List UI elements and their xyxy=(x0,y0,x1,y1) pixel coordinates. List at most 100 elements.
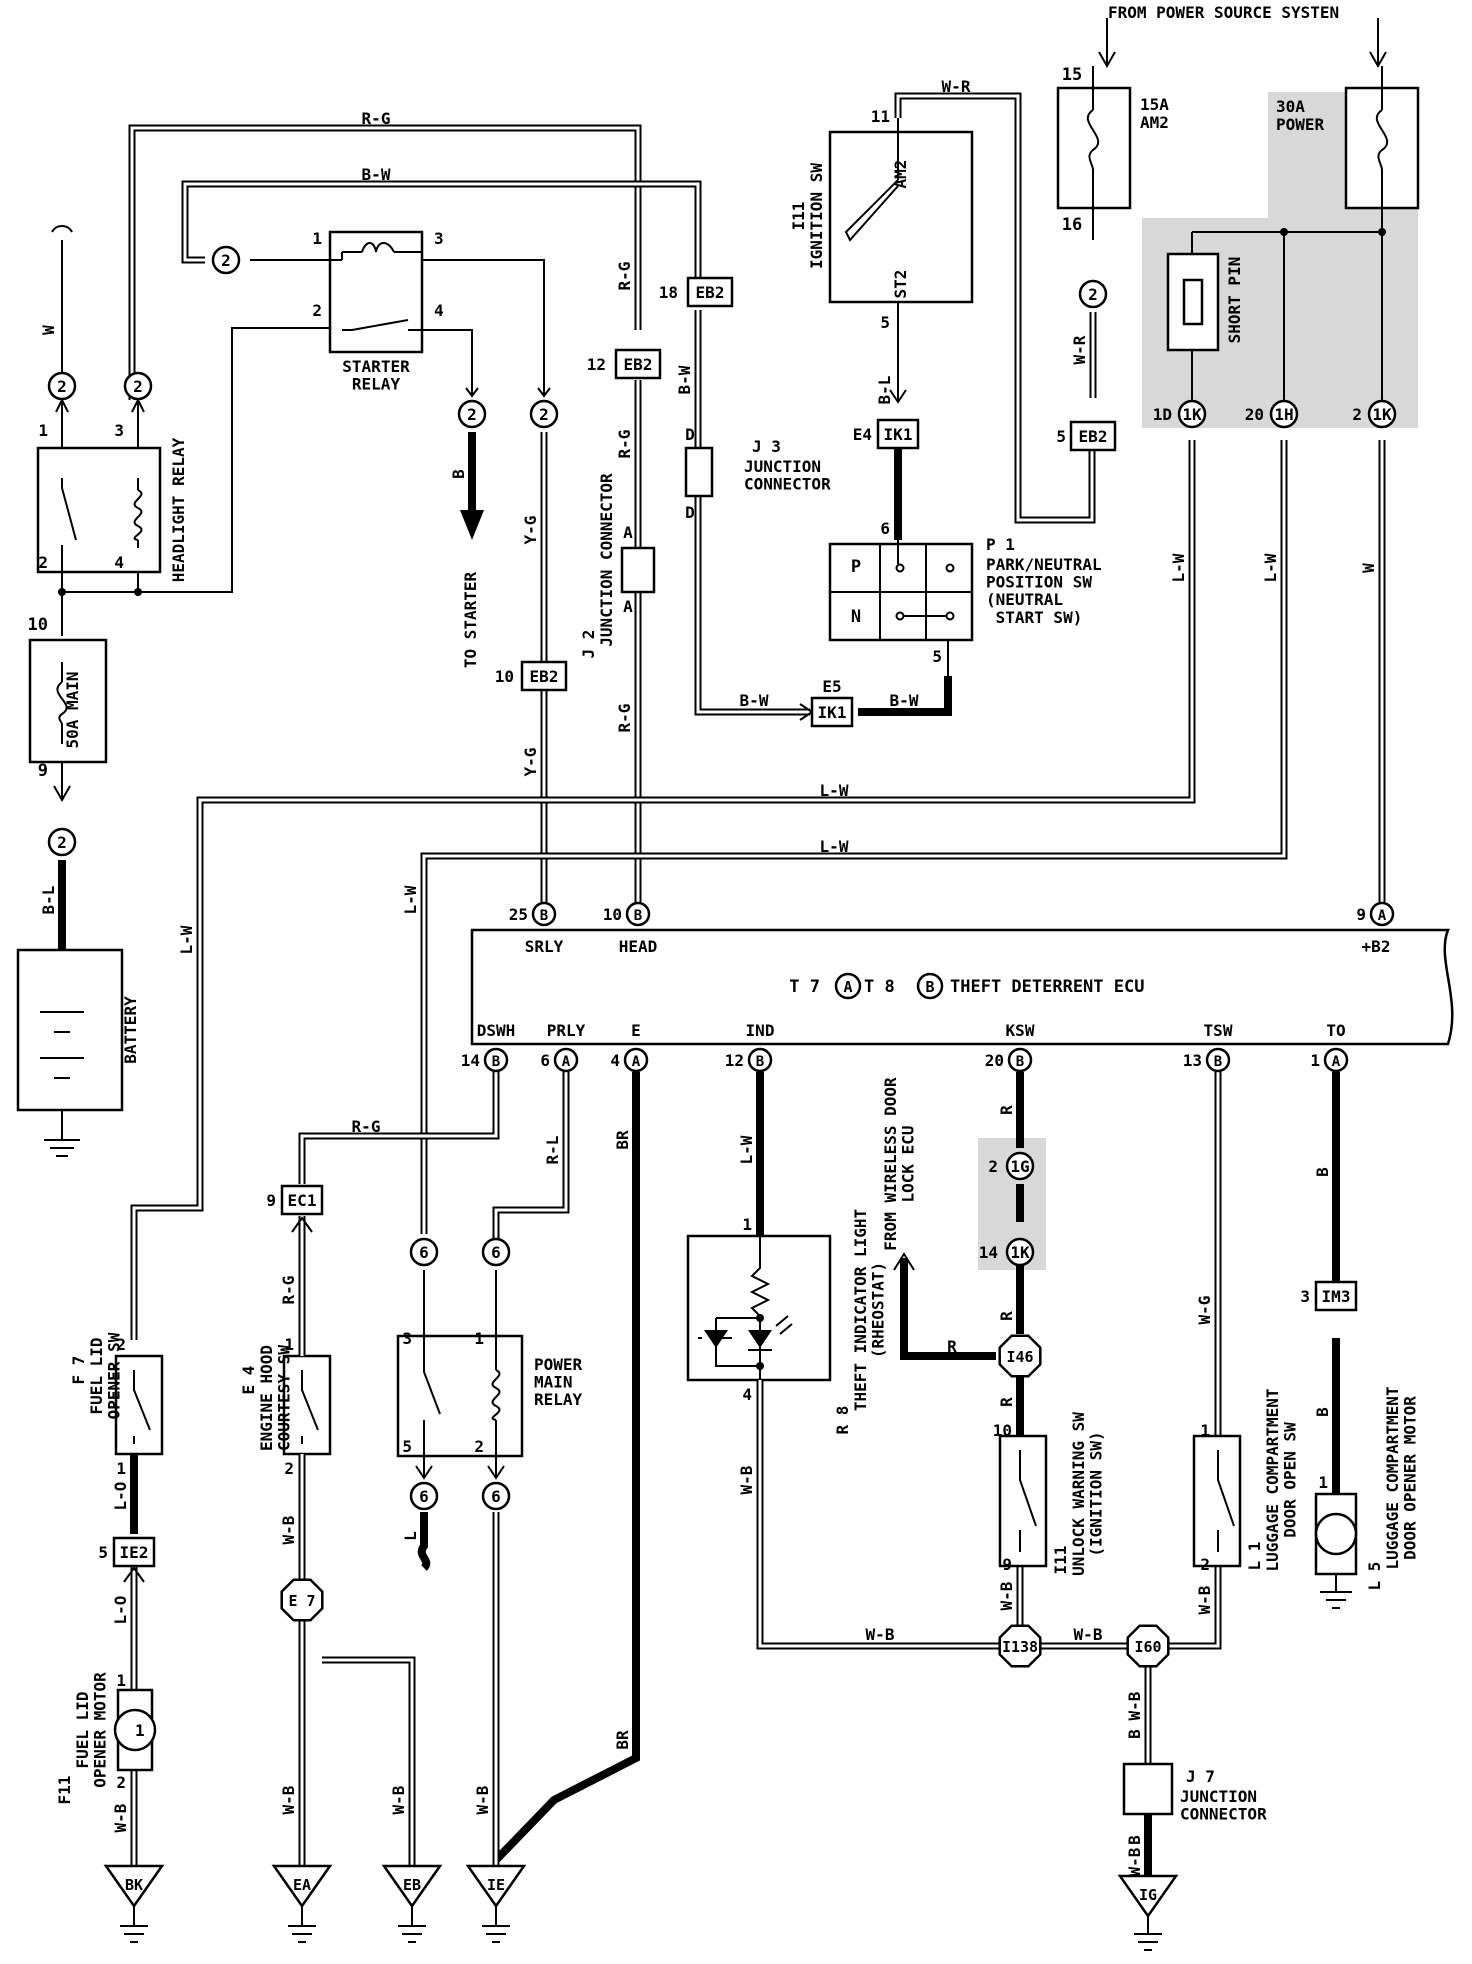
label-junctions-j3-d: D xyxy=(685,425,695,444)
label-wires-lw: L-W xyxy=(1261,553,1280,582)
ecu-bot-pinnum-4: 20 xyxy=(985,1051,1004,1070)
label-wires-rl: R-L xyxy=(543,1136,562,1165)
conn-1k-2-label: 1K xyxy=(1372,405,1392,424)
label-wires-wb: W-B xyxy=(473,1785,492,1814)
label-junctions-j2-a: A xyxy=(623,523,633,542)
conn-2-battery xyxy=(47,827,77,857)
label-fuses-main-label: 50A MAIN xyxy=(63,671,82,748)
ecu-top-pin-0 xyxy=(531,901,557,927)
label-components-l1-p1: 1 xyxy=(1200,1421,1210,1440)
conn-2-headlight-3-label: 2 xyxy=(133,377,143,396)
ecu-bot-conn-0: B xyxy=(492,1054,500,1070)
label-components-f7-p1: 1 xyxy=(116,1459,126,1478)
label-ecu-title_t7: T 7 xyxy=(789,977,820,997)
ecu-bot-pinnum-1: 6 xyxy=(540,1051,550,1070)
ik1-e5 xyxy=(810,696,854,728)
label-junctions-j3-d: D xyxy=(685,503,695,522)
conn-1k-1d-label: 1K xyxy=(1182,405,1202,424)
eb2-18 xyxy=(686,276,734,308)
label-relays-power_main-p1: 1 xyxy=(474,1329,484,1348)
conn-2-headlight-1-label: 2 xyxy=(57,377,67,396)
fuse-main xyxy=(28,638,108,764)
label-pnp-code: P 1 xyxy=(986,535,1015,554)
label-wires-lw: L-W xyxy=(1169,553,1188,582)
label-junctions-j7-code: J 7 xyxy=(1186,1767,1215,1786)
label-connectors-e5: E5 xyxy=(822,677,841,696)
label-wires-br: BR xyxy=(613,1730,632,1750)
label-ignition-name: IGNITION SW xyxy=(807,163,826,269)
i46 xyxy=(998,1334,1042,1378)
conn-1g-label: 1G xyxy=(1010,1157,1029,1176)
label-components-wireless: FROM WIRELESS DOORLOCK ECU xyxy=(881,1077,918,1251)
label-wires-wb: W-B xyxy=(866,1625,895,1644)
label-relays-power_main-p3: 3 xyxy=(402,1329,412,1348)
conn-2-yg-label: 2 xyxy=(539,405,549,424)
label-ecu-title_name: THEFT DETERRENT ECU xyxy=(950,977,1144,997)
label-wires-b: B xyxy=(1313,1407,1332,1417)
conn-2-yg xyxy=(529,399,559,429)
label-components-f11-code: F11 xyxy=(55,1776,74,1805)
label-components-l1-code: L 1 xyxy=(1245,1542,1264,1571)
label-components-r8-p1: 1 xyxy=(742,1215,752,1234)
label-components-f7-name: FUEL LIDOPENER SW xyxy=(87,1332,124,1419)
label-components-f11-p2: 2 xyxy=(116,1773,126,1792)
ecu-bot-conn-5: B xyxy=(1214,1054,1222,1070)
ecu-bot-name-4: KSW xyxy=(1006,1021,1035,1040)
conn-2-starter-side-label: 2 xyxy=(221,251,231,270)
label-wires-bw: B-W xyxy=(362,165,391,184)
label-pnp-p: P xyxy=(851,557,861,577)
label-fuses-main-pin_out: 9 xyxy=(38,761,48,781)
conn-2-am2 xyxy=(1078,279,1108,309)
label-wires-lw: L-W xyxy=(820,781,849,800)
label-relays-headlight-p4: 4 xyxy=(114,553,124,572)
label-header-power_source: FROM POWER SOURCE SYSTEN xyxy=(1108,3,1339,22)
label-junctions-j2-a: A xyxy=(623,597,633,616)
label-pnp-pin5: 5 xyxy=(932,647,942,666)
label-wires-r: R xyxy=(997,1311,1016,1321)
label-connectors-n20: 20 xyxy=(1245,405,1264,424)
ecu-bot-name-5: TSW xyxy=(1204,1021,1233,1040)
label-fuses-am2-pin_in: 15 xyxy=(1062,65,1082,85)
label-wires-wr: W-R xyxy=(1070,335,1089,364)
conn-1g xyxy=(1005,1151,1035,1181)
j2-connector xyxy=(620,546,656,594)
conn-2-starter-side xyxy=(211,245,241,275)
ecu-bot-pin-6 xyxy=(1323,1047,1349,1073)
eb2-18-label: EB2 xyxy=(696,283,725,302)
label-wires-r: R xyxy=(997,1397,1016,1407)
label-components-r8-p4: 4 xyxy=(742,1385,752,1404)
label-wires-bw: B-W xyxy=(675,365,694,394)
ecu-bot-conn-3: B xyxy=(756,1054,764,1070)
label-wires-w: W xyxy=(39,325,58,335)
ik1-e4 xyxy=(876,418,920,450)
label-relays-power_main-p2: 2 xyxy=(474,1437,484,1456)
ecu-top-conn-1: B xyxy=(634,908,642,924)
eb2-5-label: EB2 xyxy=(1079,427,1108,446)
label-relays-power_main-p5: 5 xyxy=(402,1437,412,1456)
label-fuses-am2-pin_out: 16 xyxy=(1062,215,1082,235)
ecu-bot-pinnum-6: 1 xyxy=(1310,1051,1320,1070)
label-components-i11u-p10: 10 xyxy=(993,1421,1012,1440)
e7 xyxy=(280,1578,324,1622)
ground-EB: EB xyxy=(403,1876,421,1894)
j7-connector xyxy=(1122,1762,1174,1816)
label-connectors-n14: 14 xyxy=(979,1243,998,1262)
label-fuses-main-pin_in: 10 xyxy=(28,615,48,635)
ecu-bot-pin-0 xyxy=(483,1047,509,1073)
conn-2-am2-label: 2 xyxy=(1088,285,1098,304)
ecu-bot-name-1: PRLY xyxy=(547,1021,586,1040)
label-wires-rg: R-G xyxy=(279,1276,298,1305)
im3-label: IM3 xyxy=(1322,1287,1351,1306)
label-ecu-title_t8: T 8 xyxy=(864,977,895,997)
label-wires-wb: W-B xyxy=(111,1803,130,1832)
ecu-bot-pinnum-5: 13 xyxy=(1183,1051,1202,1070)
label-connectors-e4: E4 xyxy=(853,425,872,444)
label-components-r8-name: THEFT INDICATOR LIGHT(RHEOSTAT) xyxy=(851,1209,888,1411)
label-wires-r: R xyxy=(997,1105,1016,1115)
label-components-f11-name: FUEL LIDOPENER MOTOR xyxy=(73,1672,110,1788)
label-wires-rg: R-G xyxy=(615,430,634,459)
j3-connector xyxy=(684,446,714,498)
ie2 xyxy=(112,1536,156,1568)
